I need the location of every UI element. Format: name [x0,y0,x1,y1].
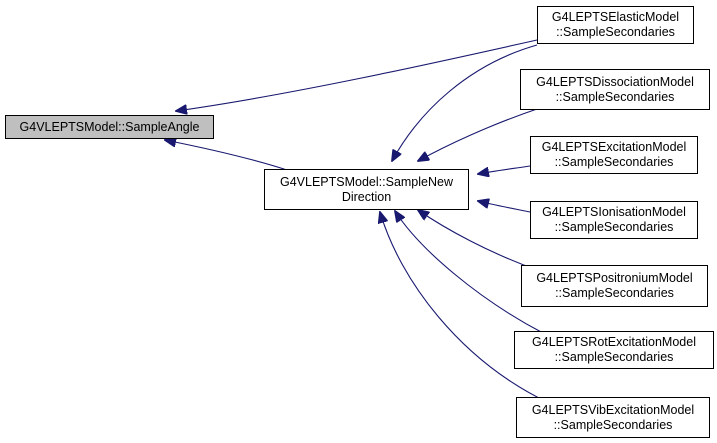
node-ionisation-model-line1: G4LEPTSIonisationModel [542,205,686,219]
edge-excitation-to-mid [478,165,531,174]
edge-ionisation-to-mid [478,201,531,213]
node-excitation-model-line2: ::SampleSecondaries [554,155,674,169]
node-ionisation-model[interactable]: G4LEPTSIonisationModel ::SampleSecondari… [530,201,698,239]
node-positronium-model[interactable]: G4LEPTSPositroniumModel ::SampleSecondar… [521,265,708,307]
node-vib-excitation-model[interactable]: G4LEPTSVibExcitationModel ::SampleSecond… [516,397,710,438]
node-excitation-model[interactable]: G4LEPTSExcitationModel ::SampleSecondari… [530,136,698,174]
edge-dissociation-to-mid [418,108,538,161]
node-positronium-model-line1: G4LEPTSPositroniumModel [536,271,693,285]
node-rot-excitation-model[interactable]: G4LEPTSRotExcitationModel ::SampleSecond… [514,331,714,369]
node-vib-excitation-model-line2: ::SampleSecondaries [553,417,673,432]
node-elastic-model-line2: ::SampleSecondaries [556,25,675,39]
node-sample-new-direction-line1: G4VLEPTSModel::SampleNew [280,174,453,189]
edge-mid-to-root [165,140,288,171]
edge-positronium-to-mid [418,210,538,271]
node-excitation-model-line1: G4LEPTSExcitationModel [541,140,687,154]
node-vib-excitation-model-line1: G4LEPTSVibExcitationModel [531,402,695,417]
node-sample-new-direction[interactable]: G4VLEPTSModel::SampleNew Direction [264,169,469,210]
node-elastic-model[interactable]: G4LEPTSElasticModel ::SampleSecondaries [537,6,694,44]
edge-vibexcitation-to-mid [380,212,548,403]
node-rot-excitation-model-line1: G4LEPTSRotExcitationModel [532,335,696,349]
node-dissociation-model-line2: ::SampleSecondaries [555,89,675,104]
edge-rotexcitation-to-mid [395,211,544,334]
node-dissociation-model-line1: G4LEPTSDissociationModel [536,74,694,89]
edge-elastic-to-mid [392,44,538,161]
node-rot-excitation-model-line2: ::SampleSecondaries [554,350,674,364]
node-positronium-model-line2: ::SampleSecondaries [555,286,674,300]
node-sample-new-direction-line2: Direction [341,189,392,204]
node-dissociation-model[interactable]: G4LEPTSDissociationModel ::SampleSeconda… [520,69,710,110]
edge-elastic-to-root [176,39,538,111]
node-sample-angle[interactable]: G4VLEPTSModel::SampleAngle [5,115,214,139]
node-elastic-model-line1: G4LEPTSElasticModel [551,10,680,24]
node-sample-angle-label: G4VLEPTSModel::SampleAngle [19,119,200,134]
node-ionisation-model-line2: ::SampleSecondaries [554,220,674,234]
